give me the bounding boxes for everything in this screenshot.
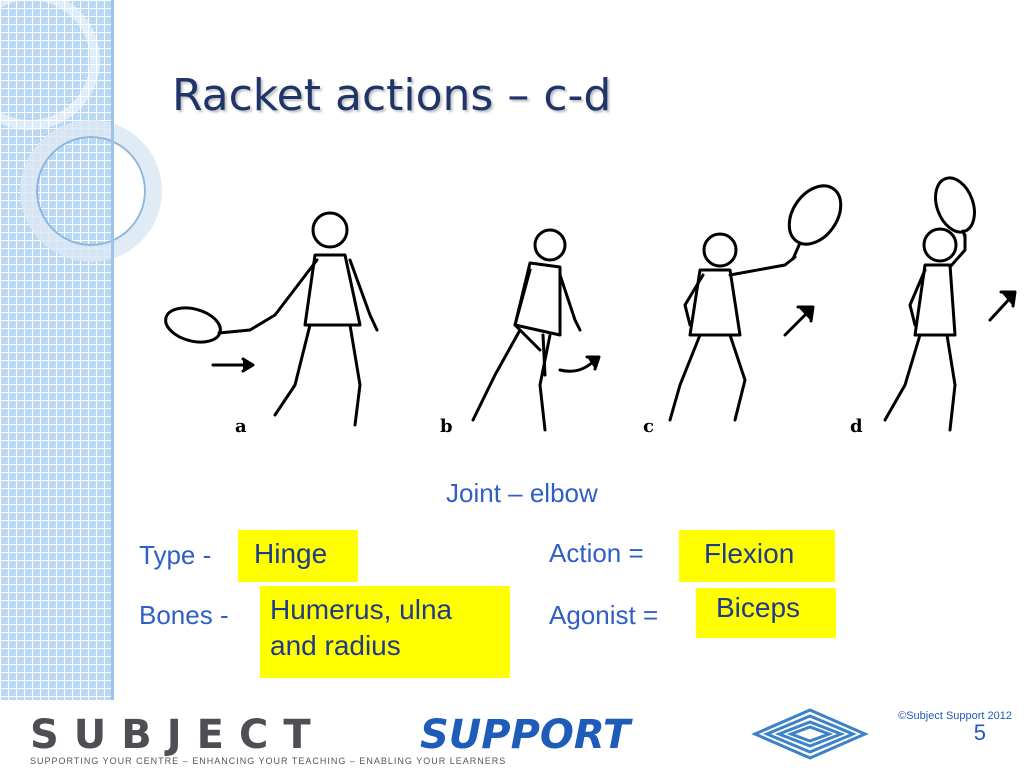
footer: SUBJECT SUPPORT Supporting your centre –…	[0, 702, 1024, 768]
action-label: Action =	[549, 538, 644, 568]
player-figure-a: a	[164, 211, 379, 437]
tennis-stroke-illustration: a b c	[155, 175, 1024, 445]
bones-answer-box: Humerus, ulna and radius	[260, 586, 510, 678]
type-answer-box: Hinge	[238, 530, 358, 582]
label-c: c	[643, 416, 654, 437]
slide-number: 5	[973, 720, 986, 745]
slide-title: Racket actions – c-d	[172, 70, 612, 121]
label-b: b	[440, 416, 453, 437]
player-figure-b: b	[440, 228, 601, 437]
type-label: Type -	[139, 540, 212, 570]
bones-answer-line2: and radius	[270, 630, 401, 661]
player-figure-d: d	[850, 176, 1017, 437]
agonist-answer: Biceps	[716, 592, 801, 623]
joint-heading: Joint – elbow	[446, 478, 598, 508]
logo-tagline: Supporting your centre – enhancing your …	[30, 756, 507, 766]
bones-label: Bones -	[139, 600, 229, 630]
agonist-answer-box: Biceps	[696, 588, 836, 638]
type-answer: Hinge	[254, 538, 328, 569]
logo-subject-text: SUBJECT	[30, 712, 326, 758]
label-a: a	[235, 416, 247, 437]
decorative-sidebar	[0, 0, 162, 700]
agonist-label: Agonist =	[549, 600, 659, 630]
player-figure-c: c	[643, 184, 843, 437]
ring-decoration	[20, 120, 162, 262]
label-d: d	[850, 416, 863, 437]
ring-decoration	[0, 0, 100, 130]
logo-support-text: SUPPORT	[420, 712, 631, 758]
logo-emblem-icon	[751, 708, 869, 760]
action-answer-box: Flexion	[679, 530, 835, 582]
copyright-notice: ©Subject Support 2012	[898, 710, 1012, 722]
bones-answer-line1: Humerus, ulna	[270, 594, 453, 625]
action-answer: Flexion	[704, 538, 795, 569]
